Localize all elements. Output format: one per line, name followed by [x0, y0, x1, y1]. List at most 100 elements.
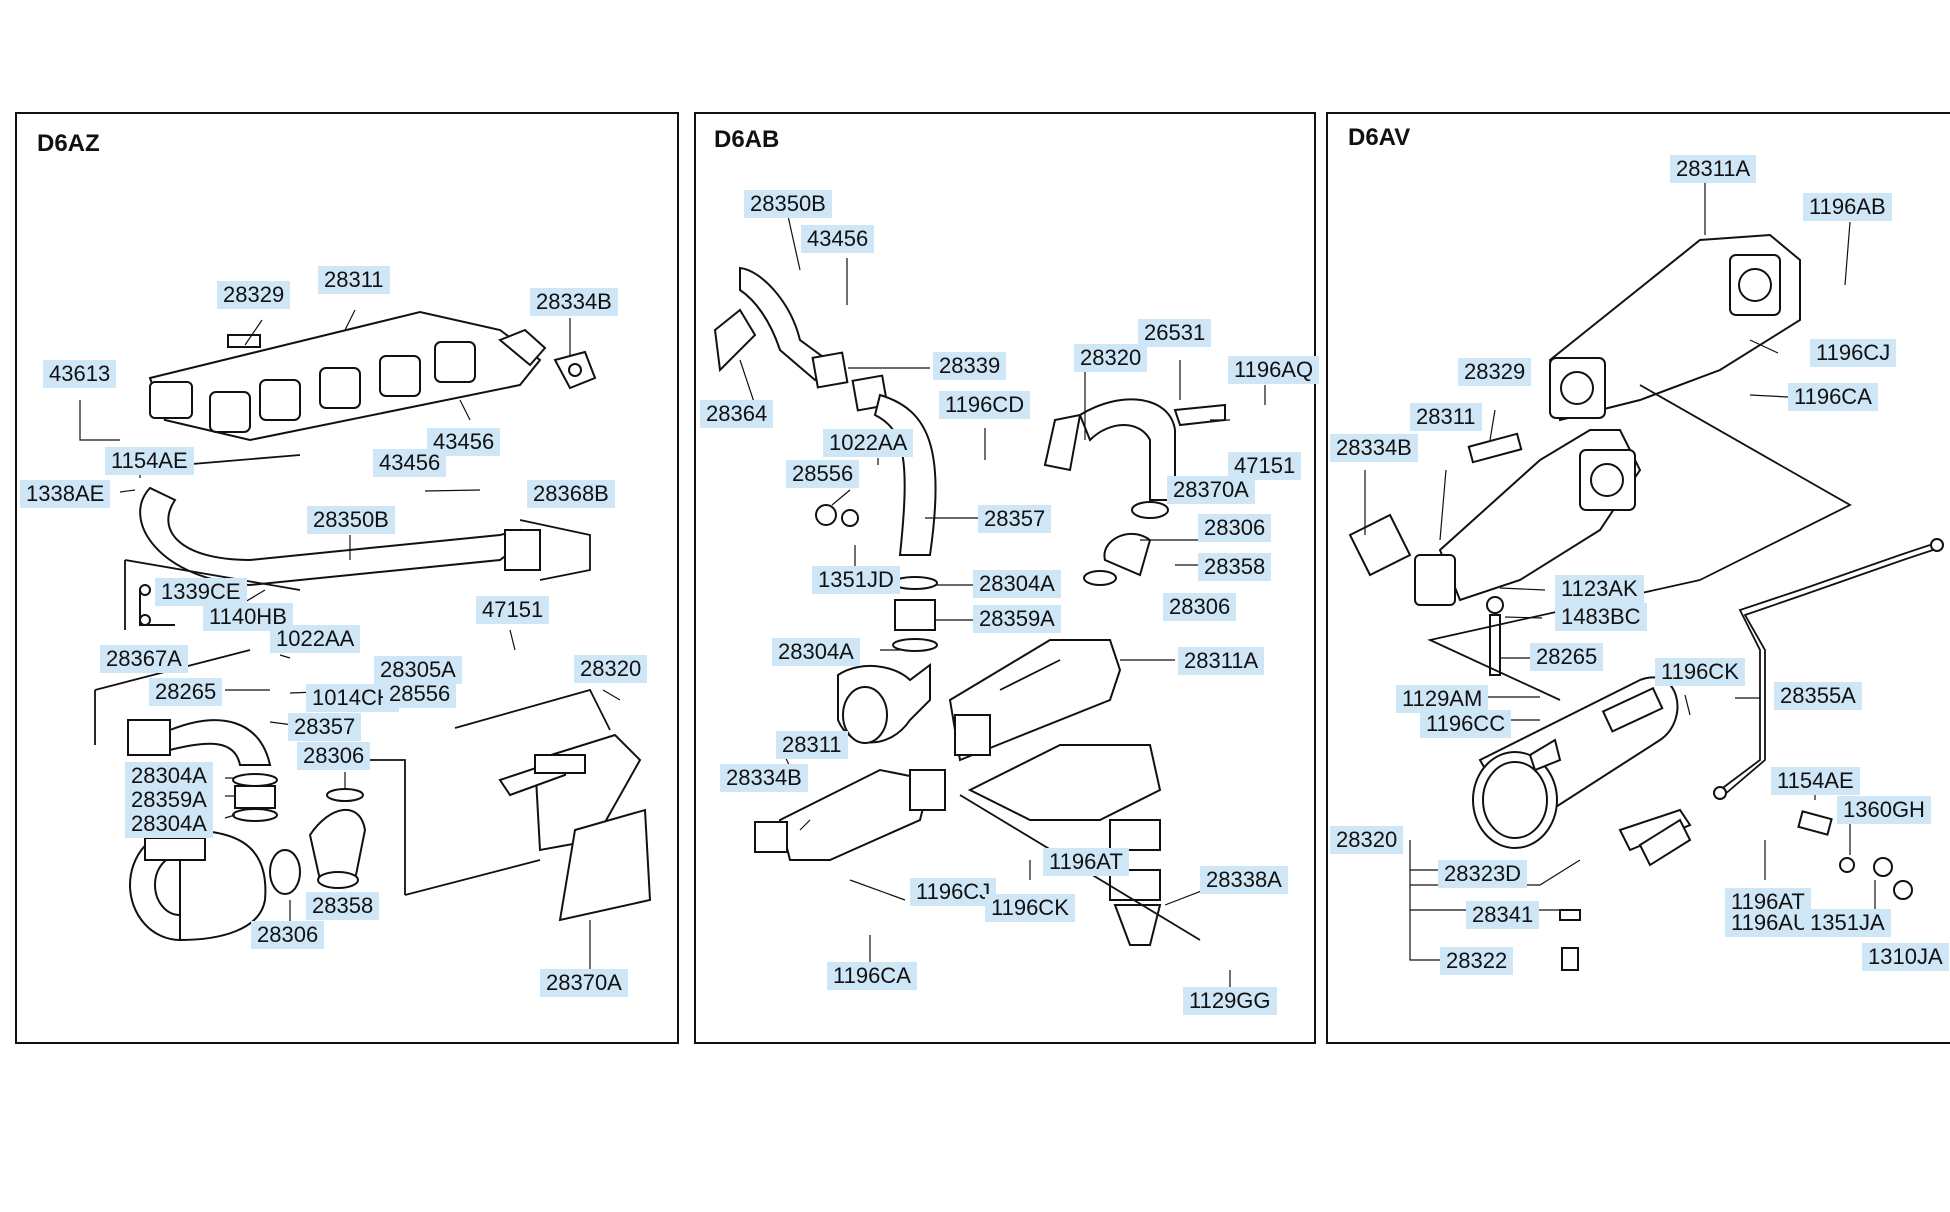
- part-label[interactable]: 28350B: [307, 506, 395, 534]
- d6ab-manifold-28311a: [948, 639, 1122, 762]
- d6ab-pipe-28350b: [713, 266, 849, 389]
- part-label[interactable]: 47151: [476, 596, 550, 624]
- part-label[interactable]: 28311: [776, 731, 848, 759]
- part-label[interactable]: 28323D: [1438, 860, 1528, 888]
- part-label[interactable]: 1196CK: [985, 894, 1075, 922]
- d6av-pipe-28355a: [1713, 538, 1944, 800]
- part-label[interactable]: 1196CJ: [910, 878, 997, 906]
- part-label[interactable]: 28556: [383, 680, 457, 708]
- part-label[interactable]: 43456: [427, 428, 501, 456]
- part-label[interactable]: 28305A: [374, 656, 462, 684]
- part-label[interactable]: 28320: [1074, 344, 1148, 372]
- part-label[interactable]: 28334B: [1330, 434, 1418, 462]
- part-label[interactable]: 28359A: [973, 605, 1061, 633]
- d6az-exhaust-pipe-28320: [360, 688, 652, 922]
- d6av-bracket-28265: [1486, 596, 1504, 676]
- panel-title-d6av: D6AV: [1348, 124, 1411, 151]
- part-label[interactable]: 28304A: [772, 638, 860, 666]
- d6ab-pipe-28357: [815, 374, 938, 652]
- part-label[interactable]: 1129AM: [1396, 685, 1489, 713]
- part-label[interactable]: 1351JD: [812, 566, 900, 594]
- d6az-turbocharger: [129, 828, 301, 942]
- part-label[interactable]: 28265: [1530, 643, 1604, 671]
- part-label[interactable]: 1339CE: [155, 578, 247, 606]
- part-label[interactable]: 28329: [1458, 358, 1532, 386]
- part-label[interactable]: 43456: [373, 449, 447, 477]
- part-label[interactable]: 1196CA: [827, 962, 917, 990]
- part-label[interactable]: 1022AA: [823, 429, 914, 457]
- part-label[interactable]: 43613: [43, 360, 117, 388]
- part-label[interactable]: 28304A: [125, 762, 213, 790]
- part-label[interactable]: 1310JA: [1862, 943, 1949, 971]
- part-label[interactable]: 28306: [1163, 593, 1237, 621]
- part-label[interactable]: 1338AE: [20, 480, 111, 508]
- part-label[interactable]: 28338A: [1200, 866, 1288, 894]
- part-label[interactable]: 28358: [306, 892, 380, 920]
- part-label[interactable]: 28320: [1330, 826, 1404, 854]
- part-label[interactable]: 28311: [1410, 403, 1482, 431]
- d6az-exhaust-manifold: [148, 310, 597, 442]
- part-label[interactable]: 28339: [933, 352, 1007, 380]
- d6ab-manifold-28311: [754, 768, 946, 861]
- part-label[interactable]: 28334B: [720, 764, 808, 792]
- part-label[interactable]: 1196CK: [1655, 658, 1745, 686]
- d6az-elbow-28358: [308, 809, 367, 889]
- part-label[interactable]: 1196AQ: [1228, 356, 1320, 384]
- part-label[interactable]: 1196AT: [1043, 848, 1129, 876]
- part-label[interactable]: 28357: [978, 505, 1052, 533]
- part-label[interactable]: 28306: [251, 921, 325, 949]
- d6ab-elbow-28320: [1043, 398, 1226, 586]
- part-label[interactable]: 28322: [1440, 947, 1514, 975]
- part-label[interactable]: 28370A: [540, 969, 628, 997]
- d6av-manifold-28311a: [1548, 233, 1801, 422]
- panel-title-d6ab: D6AB: [714, 126, 780, 153]
- part-label[interactable]: 28311A: [1670, 155, 1757, 183]
- d6av-manifold-28311: [1348, 429, 1642, 606]
- part-label[interactable]: 28367A: [100, 645, 188, 673]
- part-label[interactable]: 1154AE: [105, 447, 194, 475]
- part-label[interactable]: 26531: [1138, 319, 1212, 347]
- part-label[interactable]: 1483BC: [1555, 603, 1647, 631]
- part-label[interactable]: 1196AB: [1803, 193, 1892, 221]
- part-label[interactable]: 47151: [1228, 452, 1302, 480]
- part-label[interactable]: 28306: [1198, 514, 1272, 542]
- part-label[interactable]: 28364: [700, 400, 774, 428]
- panel-title-d6az: D6AZ: [37, 130, 100, 157]
- part-label[interactable]: 28304A: [973, 570, 1061, 598]
- part-label[interactable]: 28556: [786, 460, 860, 488]
- d6av-small-parts: [1559, 810, 1913, 971]
- part-label[interactable]: 43456: [801, 225, 875, 253]
- d6az-bracket-28367a: [124, 559, 301, 630]
- part-label[interactable]: 28311A: [1178, 647, 1265, 675]
- part-label[interactable]: 28358: [1198, 553, 1272, 581]
- part-label[interactable]: 1196CC: [1420, 710, 1512, 738]
- part-label[interactable]: 1129GG: [1183, 987, 1277, 1015]
- part-label[interactable]: 1196CJ: [1810, 339, 1897, 367]
- part-label[interactable]: 28329: [217, 281, 291, 309]
- part-label[interactable]: 28355A: [1774, 682, 1862, 710]
- part-label[interactable]: 1196CD: [939, 391, 1031, 419]
- part-label[interactable]: 28306: [297, 742, 371, 770]
- part-label[interactable]: 1022AA: [270, 625, 361, 653]
- part-label[interactable]: 28368B: [527, 480, 615, 508]
- part-label[interactable]: 28350B: [744, 190, 832, 218]
- d6av-muffler-28320: [1472, 676, 1692, 852]
- part-label[interactable]: 28334B: [530, 288, 618, 316]
- part-label[interactable]: 1123AK: [1555, 575, 1644, 603]
- part-label[interactable]: 1196CA: [1788, 383, 1878, 411]
- part-label[interactable]: 1154AE: [1771, 767, 1860, 795]
- part-label[interactable]: 28359A: [125, 786, 213, 814]
- d6ab-collector-28338a: [959, 744, 1201, 946]
- part-label[interactable]: 28304A: [125, 810, 213, 838]
- part-label[interactable]: 1196AU: [1725, 909, 1815, 937]
- part-label[interactable]: 28265: [149, 678, 223, 706]
- part-label[interactable]: 1351JA: [1804, 909, 1891, 937]
- d6ab-turbocharger: [837, 663, 931, 744]
- part-label[interactable]: 28357: [288, 713, 362, 741]
- part-label[interactable]: 28311: [318, 266, 390, 294]
- part-label[interactable]: 28341: [1466, 901, 1540, 929]
- part-label[interactable]: 1360GH: [1837, 796, 1931, 824]
- part-label[interactable]: 28370A: [1167, 476, 1255, 504]
- part-label[interactable]: 28320: [574, 655, 648, 683]
